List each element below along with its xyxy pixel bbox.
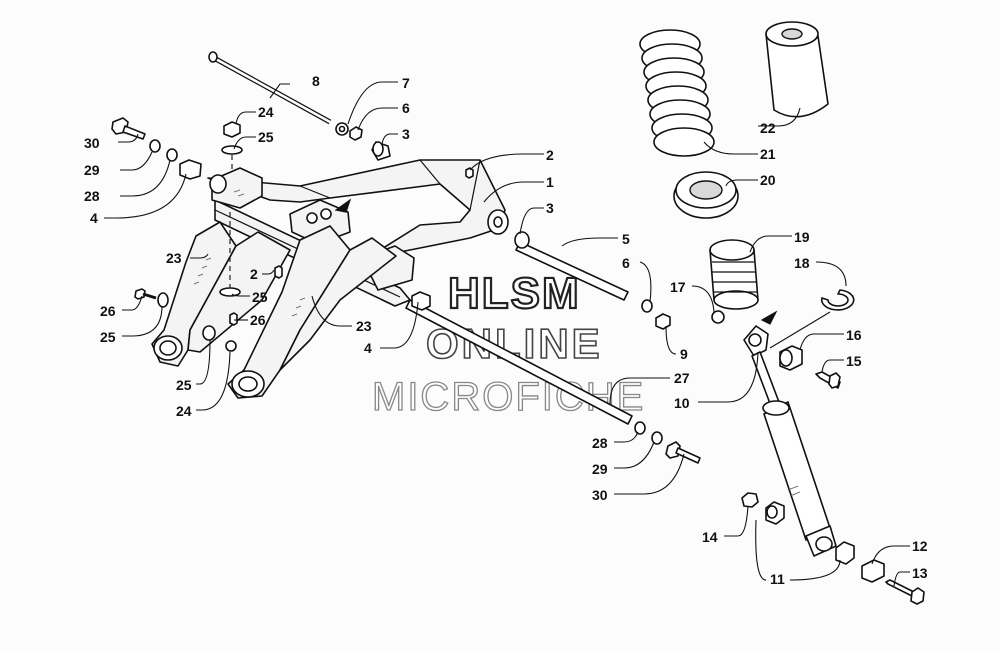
callout-30-top: 30 (84, 135, 100, 151)
callout-6-mid: 6 (622, 255, 630, 271)
callout-12: 12 (912, 538, 928, 554)
arrow-marker-frame (334, 198, 352, 213)
callout-26-left: 26 (100, 303, 116, 319)
callout-28-top: 28 (84, 188, 100, 204)
callout-29-top: 29 (84, 162, 100, 178)
leader-shock-clip (769, 311, 831, 349)
callout-2-mid: 2 (250, 266, 258, 282)
shaft-upper (514, 231, 671, 330)
shock-washer (711, 310, 725, 324)
watermark: HLSM ONLINE MICROFICHE (371, 268, 645, 420)
callout-25-left: 25 (100, 329, 116, 345)
callout-17: 17 (670, 279, 686, 295)
callout-15: 15 (846, 353, 862, 369)
callout-2-top: 2 (546, 147, 554, 163)
upper-mount-hardware (779, 345, 841, 389)
callout-4-mid: 4 (364, 340, 372, 356)
callout-7: 7 (402, 75, 410, 91)
callout-27: 27 (674, 370, 690, 386)
callout-20: 20 (760, 172, 776, 188)
callout-9: 9 (680, 346, 688, 362)
callout-19: 19 (794, 229, 810, 245)
callout-1: 1 (546, 174, 554, 190)
callout-25-mid: 25 (252, 289, 268, 305)
bolt-stack-left (111, 117, 202, 180)
callout-23-left: 23 (166, 250, 182, 266)
callout-3-mid: 3 (546, 200, 554, 216)
callout-10: 10 (674, 395, 690, 411)
callout-21: 21 (760, 146, 776, 162)
callout-24-top: 24 (258, 104, 274, 120)
callout-24-lower: 24 (176, 403, 192, 419)
callout-14: 14 (702, 529, 718, 545)
callout-3-top: 3 (402, 126, 410, 142)
watermark-line-1: HLSM (448, 269, 581, 318)
retainer-clip (820, 289, 855, 311)
callout-4-top: 4 (90, 210, 98, 226)
left-side-arm (151, 212, 291, 367)
dust-boot (765, 21, 829, 118)
coil-spring (639, 29, 715, 157)
callout-18: 18 (794, 255, 810, 271)
callout-26-mid: 26 (250, 312, 266, 328)
callout-11: 11 (770, 571, 785, 587)
callout-30-lower: 30 (592, 487, 608, 503)
callout-25-top: 25 (258, 129, 274, 145)
callout-29-lower: 29 (592, 461, 608, 477)
hardware-left-lower (134, 265, 283, 352)
callout-16: 16 (846, 327, 862, 343)
arrow-marker-shock (760, 310, 778, 325)
long-bolt (208, 51, 332, 125)
shock-absorber (743, 325, 837, 557)
callout-25-lower: 25 (176, 377, 192, 393)
callout-13: 13 (912, 565, 928, 581)
spacer-stack-upper (335, 122, 391, 161)
spring-adjuster (673, 171, 739, 219)
callout-28-lower: 28 (592, 435, 608, 451)
shaft-lower (405, 291, 701, 464)
watermark-line-3: MICROFICHE (372, 375, 645, 419)
callout-layer: 30 29 28 4 8 7 6 3 24 25 2 1 3 23 2 25 2… (84, 73, 928, 587)
callout-5: 5 (622, 231, 630, 247)
callout-22: 22 (760, 120, 776, 136)
callout-23-mid: 23 (356, 318, 372, 334)
callout-6-top: 6 (402, 100, 410, 116)
bump-stop (709, 239, 759, 310)
right-side-arm (227, 225, 397, 399)
callout-8: 8 (312, 73, 320, 89)
lower-mount-hardware (741, 492, 925, 605)
